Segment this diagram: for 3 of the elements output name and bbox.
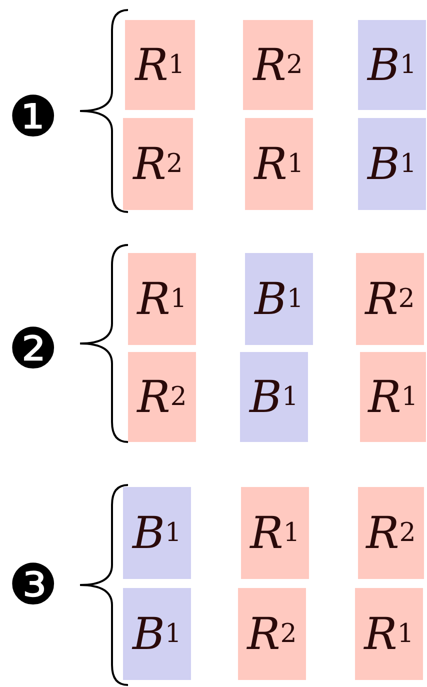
step-number: ❷ (8, 322, 58, 378)
step-number: ❸ (8, 558, 58, 614)
step-number: ❶ (8, 90, 58, 146)
